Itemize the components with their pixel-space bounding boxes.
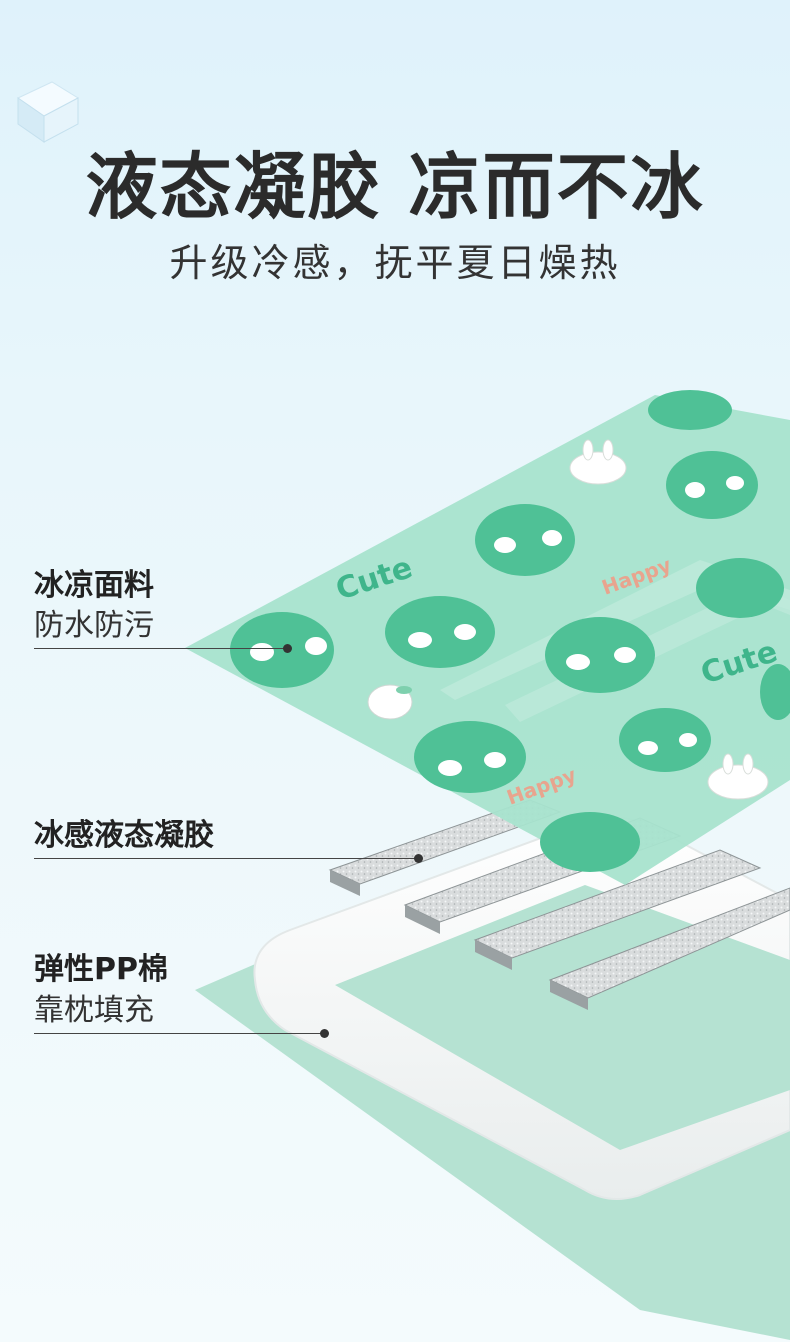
- ice-cube-icon: [17, 81, 80, 143]
- layer-2-leader: [34, 858, 418, 859]
- layer-3-leader: [34, 1033, 324, 1034]
- layer-3-desc: 靠枕填充: [34, 993, 154, 1028]
- dinosaur-pattern: [230, 390, 790, 872]
- layer-2-dot: [414, 854, 423, 863]
- layer-3-name: 弹性PP棉: [34, 952, 168, 987]
- page-subtitle: 升级冷感，抚平夏日燥热: [169, 241, 621, 285]
- layer-1-name: 冰凉面料: [34, 568, 154, 603]
- layer-1-dot: [283, 644, 292, 653]
- page-title: 液态凝胶 凉而不冰: [85, 145, 705, 229]
- apple-icon: [367, 684, 413, 720]
- layer-1-leader: [34, 648, 286, 649]
- layer-2-name: 冰感液态凝胶: [34, 818, 214, 853]
- fabric-layer: Cute Cute Happy Happy: [185, 390, 790, 885]
- layer-3-dot: [320, 1029, 329, 1038]
- layer-1-desc: 防水防污: [34, 608, 154, 643]
- bunny-icon: [569, 439, 769, 800]
